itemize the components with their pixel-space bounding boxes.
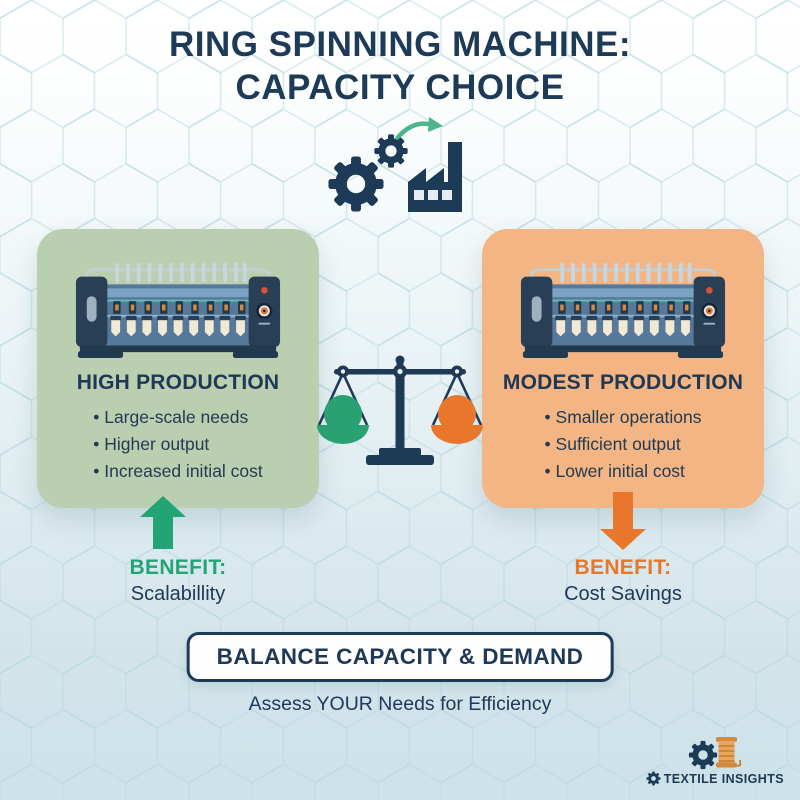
scalability-up-arrow-icon (140, 496, 186, 549)
scale-left-pan (317, 395, 369, 444)
card-bullet-list: Large-scale needs Higher output Increase… (93, 404, 263, 485)
cta-label: BALANCE CAPACITY & DEMAND (216, 644, 584, 669)
gear-icon (645, 771, 661, 786)
high-production-card: HIGH PRODUCTION Large-scale needs Higher… (37, 229, 319, 508)
gear-large-icon (328, 156, 383, 211)
benefit-value: Cost Savings (564, 583, 682, 605)
bullet-item: Lower initial cost (545, 458, 702, 485)
ring-spinning-machine-illustration (70, 255, 286, 359)
bullet-item: Large-scale needs (93, 404, 263, 431)
thread-spool-icon (715, 737, 742, 769)
right-benefit: BENEFIT: Cost Savings (482, 556, 764, 606)
brand-logo: TEXTILE INSIGHTS (645, 737, 784, 786)
benefit-label: BENEFIT: (574, 556, 672, 579)
page-title-line1: RING SPINNING MACHINE: (168, 25, 632, 64)
bullet-item: Increased initial cost (93, 458, 263, 485)
bullet-item: Smaller operations (545, 404, 702, 431)
modest-production-card: MODEST PRODUCTION Smaller operations Suf… (482, 229, 764, 508)
growth-arrow-icon (393, 117, 443, 143)
efficiency-subtitle: Assess YOUR Needs for Efficiency (248, 693, 552, 715)
bullet-item: Higher output (93, 431, 263, 458)
page-title: RING SPINNING MACHINE: CAPACITY CHOICE (0, 24, 800, 109)
gears-factory-icon (322, 117, 462, 218)
bullet-item: Sufficient output (545, 431, 702, 458)
factory-icon (408, 142, 462, 212)
brand-name: TEXTILE INSIGHTS (663, 771, 784, 786)
card-heading: HIGH PRODUCTION (76, 371, 280, 394)
left-benefit: BENEFIT: Scalabillity (37, 556, 319, 606)
card-bullet-list: Smaller operations Sufficient output Low… (545, 404, 702, 485)
balance-capacity-demand-box: BALANCE CAPACITY & DEMAND (186, 632, 614, 682)
page-title-line2: CAPACITY CHOICE (235, 67, 565, 107)
cost-down-arrow-icon (600, 492, 646, 550)
scale-right-pan (431, 395, 483, 444)
balance-scale-icon (317, 355, 483, 465)
gear-small-icon (374, 134, 407, 167)
benefit-value: Scalabillity (130, 583, 226, 605)
gear-icon (688, 740, 718, 770)
card-heading: MODEST PRODUCTION (502, 371, 744, 394)
ring-spinning-machine-illustration (515, 255, 731, 359)
benefit-label: BENEFIT: (129, 556, 227, 579)
